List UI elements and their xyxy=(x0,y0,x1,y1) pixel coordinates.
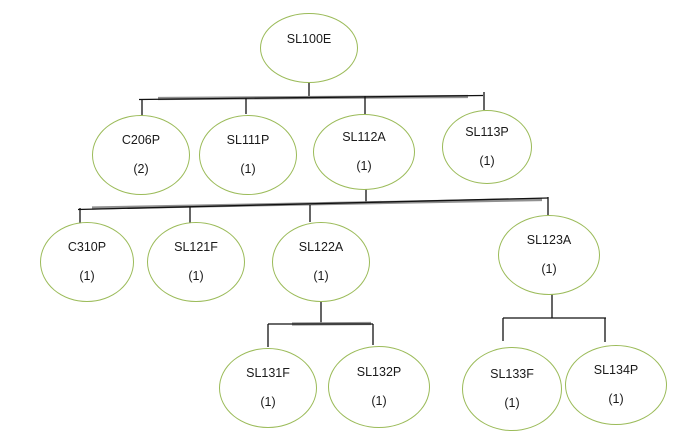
edge-bar-shadow-l2 xyxy=(91,197,543,210)
node-label: C310P xyxy=(67,240,107,254)
node-sl111p: SL111P (1) xyxy=(199,115,297,195)
edge-bar-l2 xyxy=(77,197,549,211)
node-sl112a: SL112A (1) xyxy=(313,114,415,190)
node-label: SL132P xyxy=(356,365,402,379)
node-label: SL112A xyxy=(342,130,386,144)
node-label: SL100E xyxy=(286,32,332,46)
edge-bar-l1 xyxy=(138,94,484,101)
node-count: (1) xyxy=(313,269,329,283)
node-sl133f: SL133F (1) xyxy=(462,347,562,431)
node-count: (1) xyxy=(371,394,387,408)
node-sl113p: SL113P (1) xyxy=(442,110,532,184)
edge-bar-shadow-l1 xyxy=(157,94,469,101)
node-label: SL133F xyxy=(490,367,534,381)
node-label: SL131F xyxy=(246,366,290,380)
node-count: (1) xyxy=(608,392,624,406)
edge-bar-shadow-l3a xyxy=(291,321,372,326)
node-label: SL111P xyxy=(226,133,270,147)
node-c310p: C310P (1) xyxy=(40,222,134,302)
node-label: SL122A xyxy=(298,240,344,254)
node-sl134p: SL134P (1) xyxy=(565,345,667,425)
node-sl100e: SL100E xyxy=(260,13,358,83)
node-label: SL123A xyxy=(526,233,572,247)
node-sl132p: SL132P (1) xyxy=(328,346,430,428)
node-sl131f: SL131F (1) xyxy=(219,348,317,428)
node-count: (1) xyxy=(260,395,276,409)
node-label: SL121F xyxy=(174,240,218,254)
node-label: C206P xyxy=(121,133,161,147)
node-sl123a: SL123A (1) xyxy=(498,215,600,295)
node-count: (1) xyxy=(504,396,520,410)
node-c206p: C206P (2) xyxy=(92,115,190,195)
node-count: (1) xyxy=(356,159,372,173)
node-sl121f: SL121F (1) xyxy=(147,222,245,302)
node-label: SL113P xyxy=(465,125,509,139)
node-count: (1) xyxy=(541,262,557,276)
node-count: (2) xyxy=(133,162,149,176)
node-count: (1) xyxy=(240,162,256,176)
node-count: (1) xyxy=(479,154,495,168)
node-count: (1) xyxy=(188,269,204,283)
node-sl122a: SL122A (1) xyxy=(272,222,370,302)
node-label: SL134P xyxy=(593,363,639,377)
node-count: (1) xyxy=(79,269,95,283)
